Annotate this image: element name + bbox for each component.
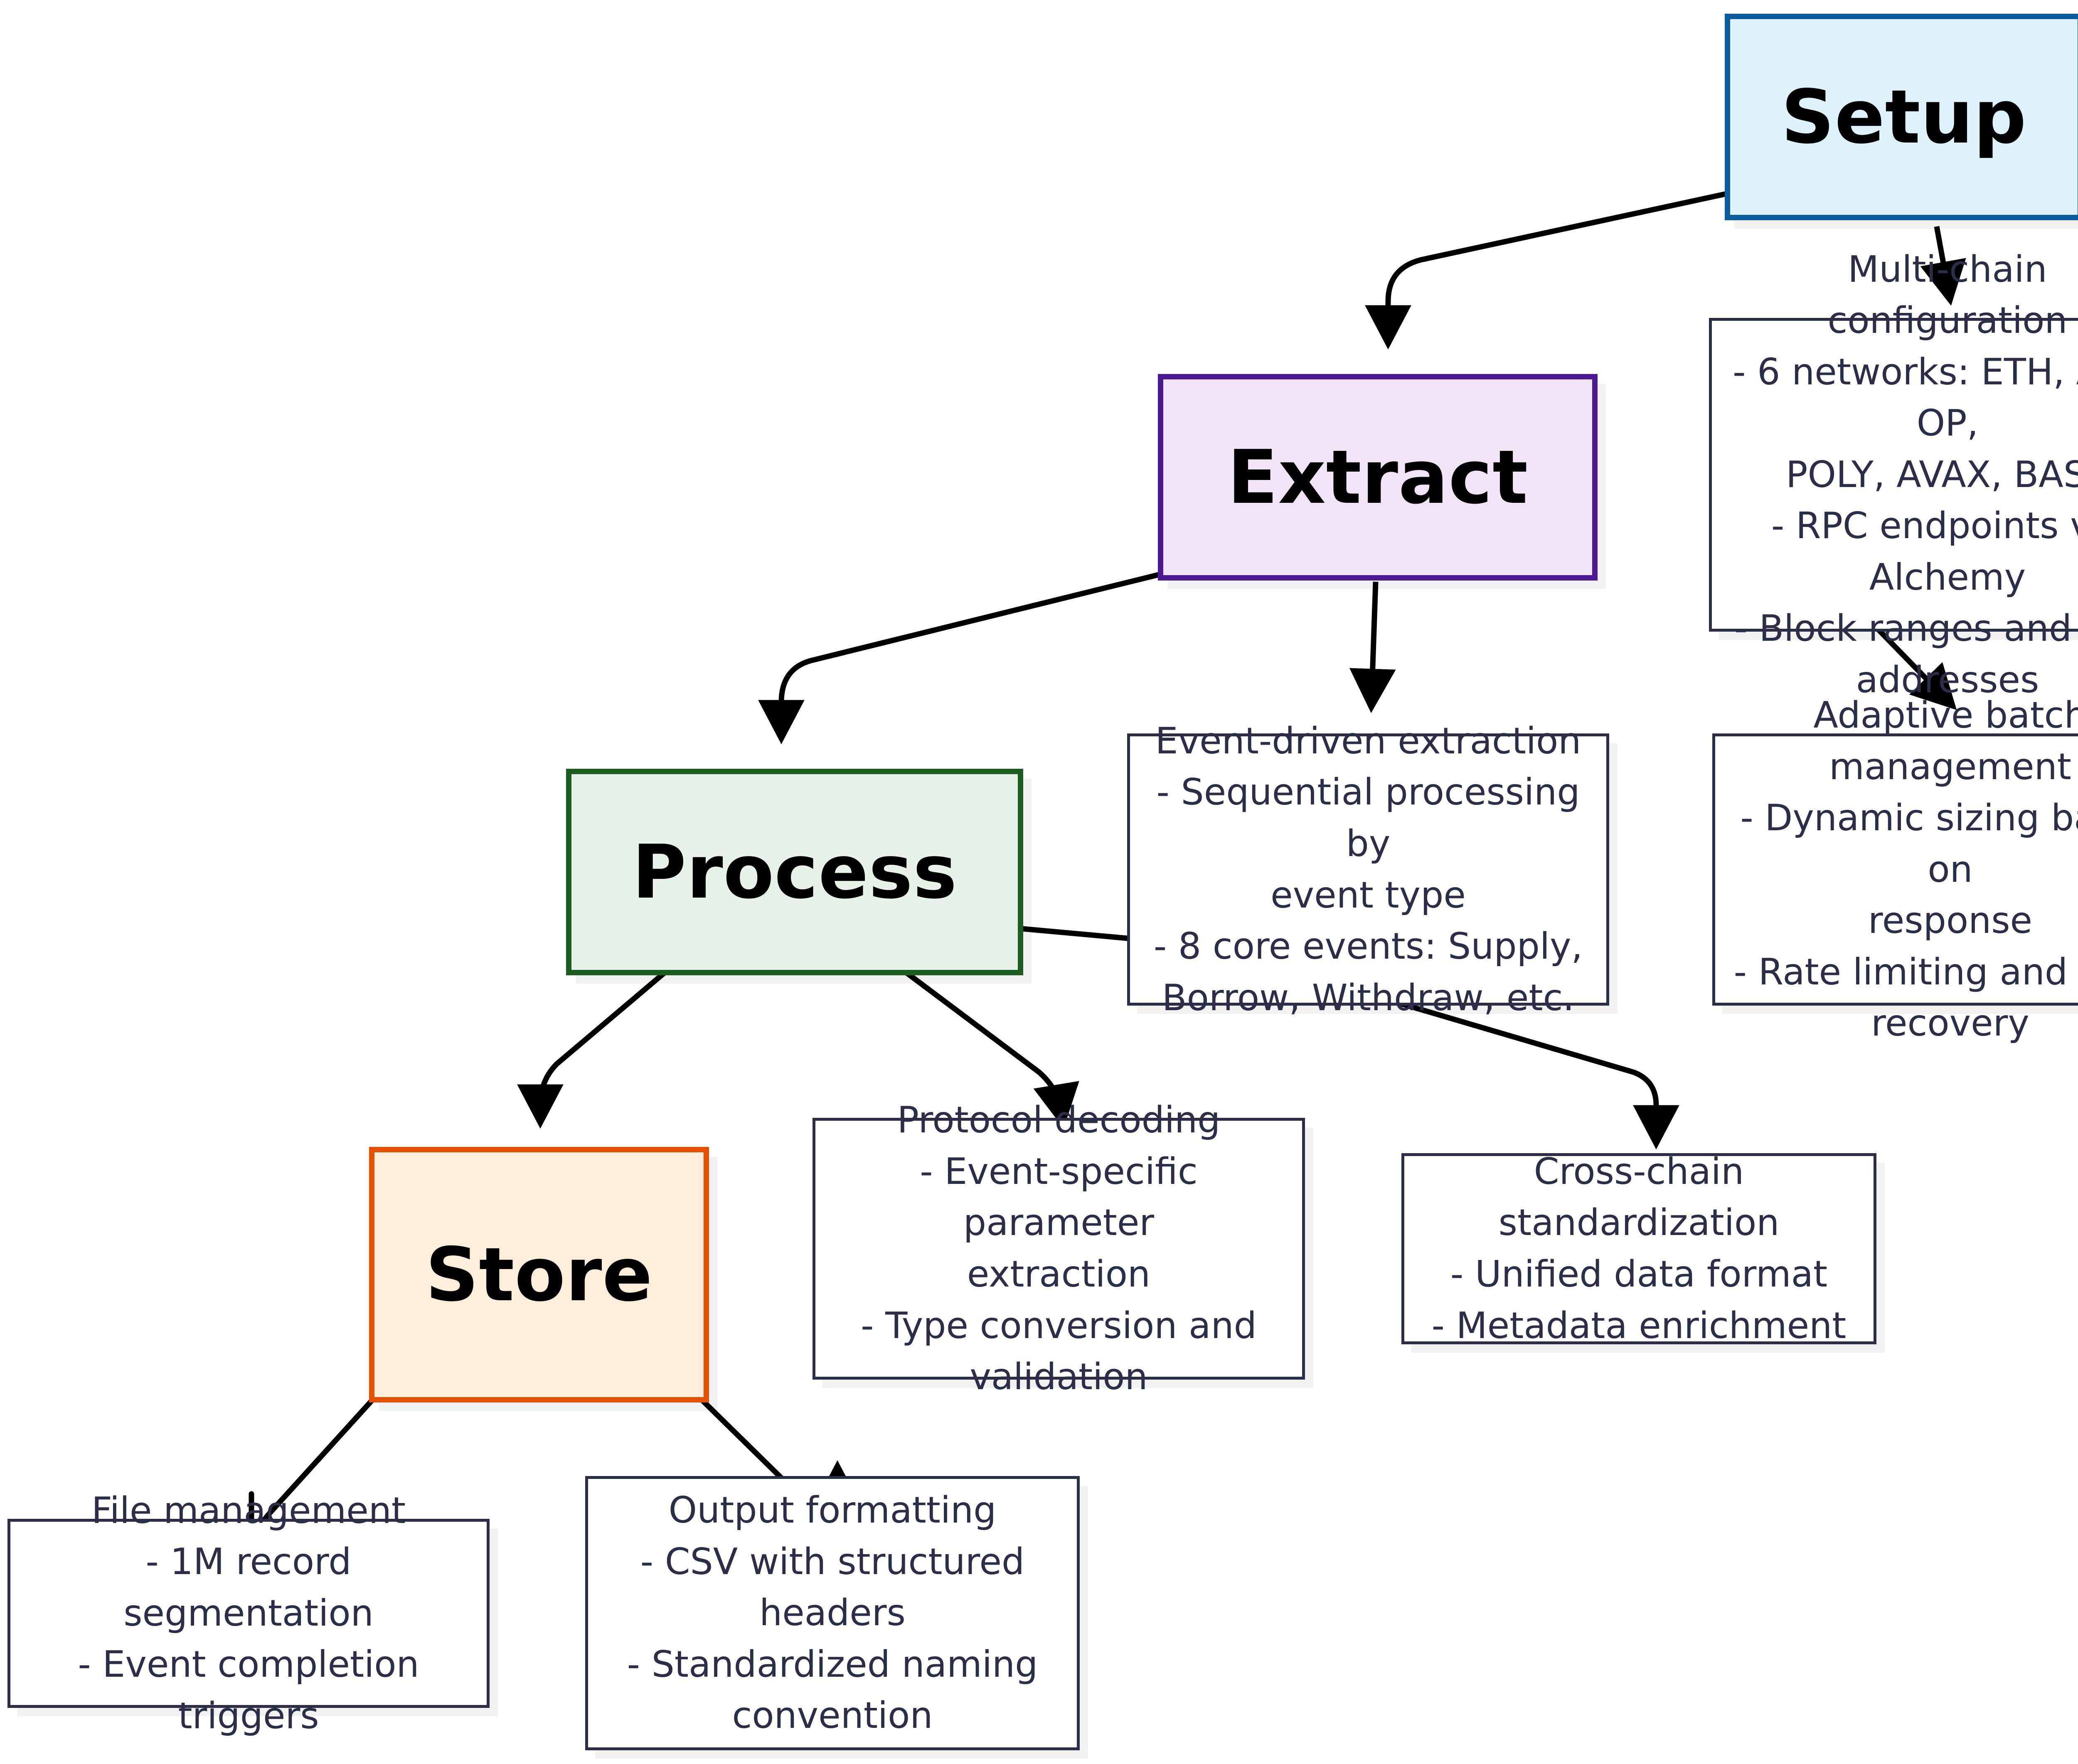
node-extract-label: Extract: [1227, 434, 1528, 520]
edge-setup-to-extract: [1365, 190, 1730, 350]
node-protocol-decoding-label: Protocol decoding - Event-specific param…: [861, 1099, 1257, 1398]
node-protocol-decoding[interactable]: Protocol decoding - Event-specific param…: [812, 1099, 1305, 1398]
node-output-formatting[interactable]: Output formatting - CSV with structured …: [585, 1476, 1080, 1750]
node-adaptive-batch-label: Adaptive batch management - Dynamic sizi…: [1733, 694, 2078, 1045]
node-multi-chain-config-label: Multi-chain configuration - 6 networks: …: [1733, 248, 2078, 701]
node-cross-chain[interactable]: Cross-chain standardization - Unified da…: [1401, 1150, 1876, 1347]
node-multi-chain-config[interactable]: Multi-chain configuration - 6 networks: …: [1709, 248, 2078, 701]
node-store-label: Store: [425, 1232, 653, 1318]
node-event-driven-label: Event-driven extraction - Sequential pro…: [1153, 719, 1583, 1019]
node-file-management[interactable]: File management - 1M record segmentation…: [7, 1489, 490, 1737]
node-process[interactable]: Process: [566, 769, 1023, 975]
node-process-label: Process: [632, 829, 958, 915]
node-extract[interactable]: Extract: [1158, 374, 1598, 581]
node-output-formatting-label: Output formatting - CSV with structured …: [627, 1489, 1038, 1737]
node-file-management-label: File management - 1M record segmentation…: [78, 1489, 419, 1737]
edge-extract-to-process: [758, 571, 1165, 745]
node-setup[interactable]: Setup: [1725, 14, 2078, 220]
edge-process-to-store: [517, 970, 667, 1129]
node-setup-label: Setup: [1781, 74, 2027, 160]
node-adaptive-batch[interactable]: Adaptive batch management - Dynamic sizi…: [1712, 694, 2078, 1044]
edge-event-driven-to-cross-chain: [1400, 1001, 1679, 1150]
node-store[interactable]: Store: [369, 1147, 709, 1402]
node-cross-chain-label: Cross-chain standardization - Unified da…: [1431, 1150, 1847, 1347]
edge-extract-to-event-driven: [1349, 581, 1396, 713]
node-event-driven[interactable]: Event-driven extraction - Sequential pro…: [1127, 720, 1609, 1019]
